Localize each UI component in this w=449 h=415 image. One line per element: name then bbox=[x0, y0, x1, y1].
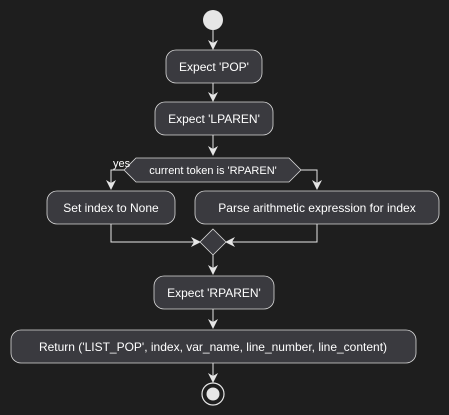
node-expect-rparen bbox=[153, 275, 275, 310]
node-expect-pop bbox=[165, 49, 263, 84]
end-node-icon bbox=[201, 382, 225, 406]
node-expect-lparen bbox=[154, 101, 274, 136]
node-merge bbox=[199, 228, 227, 256]
branch-yes-label: yes bbox=[113, 158, 131, 170]
edge-condition-to-parse bbox=[301, 169, 322, 190]
node-condition-label: current token is 'RPAREN' bbox=[149, 165, 276, 177]
node-return-label: Return ('LIST_POP', index, var_name, lin… bbox=[39, 340, 387, 354]
edge-parse-to-merge bbox=[225, 224, 318, 247]
node-set-index-none-label: Set index to None bbox=[63, 201, 159, 215]
node-expect-lparen-label: Expect 'LPAREN' bbox=[168, 112, 260, 126]
start-node-icon bbox=[203, 10, 223, 30]
edge-condition-to-set-none bbox=[106, 169, 124, 190]
node-expect-pop-label: Expect 'POP' bbox=[179, 60, 249, 74]
node-parse-index-label: Parse arithmetic expression for index bbox=[218, 201, 415, 215]
node-expect-rparen-label: Expect 'RPAREN' bbox=[167, 286, 261, 300]
edge-set-none-to-merge bbox=[110, 224, 201, 247]
